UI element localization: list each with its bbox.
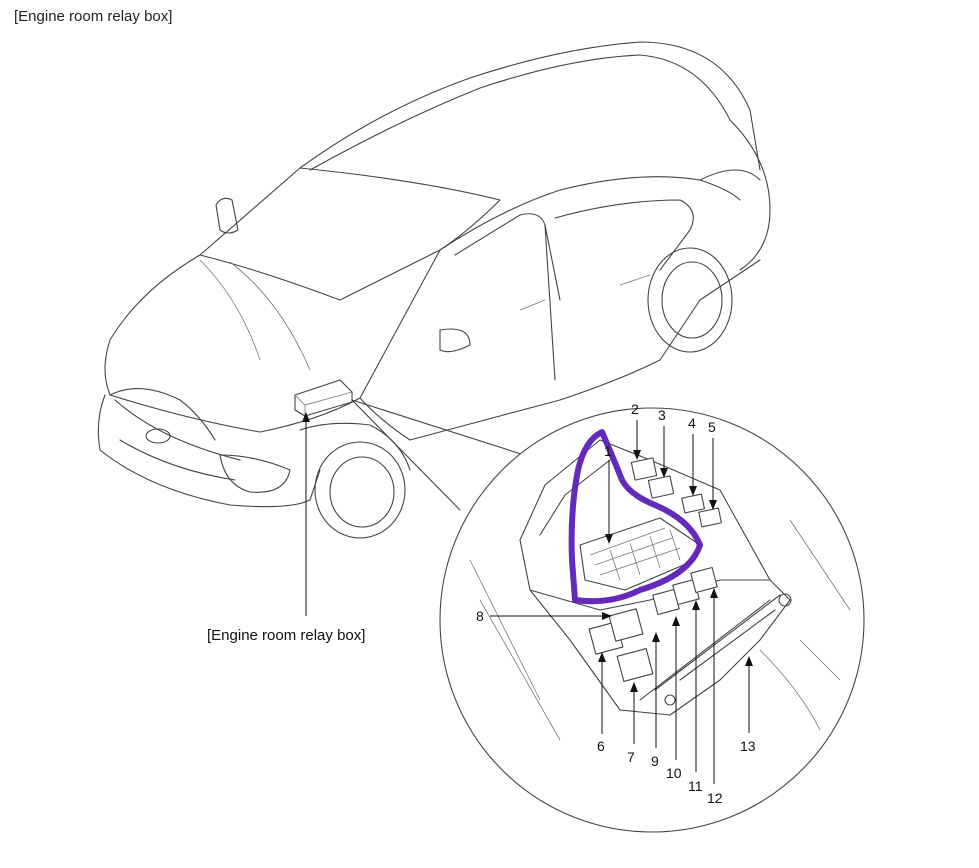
callout-1: 1 (604, 443, 612, 459)
callout-8: 8 (476, 608, 484, 624)
callout-2: 2 (631, 401, 639, 417)
relay-box-arrow (302, 412, 310, 422)
relay-box-label: [Engine room relay box] (207, 627, 365, 644)
zoom-detail: 1 2 3 4 5 8 6 7 9 10 11 12 (439, 401, 865, 833)
callout-4: 4 (688, 415, 696, 431)
callout-9: 9 (651, 753, 659, 769)
callout-7: 7 (627, 749, 635, 765)
highlight-outline (568, 429, 703, 605)
callout-12: 12 (707, 790, 723, 806)
callout-3: 3 (658, 407, 666, 423)
page-title: [Engine room relay box] (14, 8, 173, 25)
callout-13: 13 (740, 738, 756, 754)
callout-5: 5 (708, 419, 716, 435)
callout-10: 10 (666, 765, 682, 781)
callout-6: 6 (597, 738, 605, 754)
callout-11: 11 (688, 778, 703, 794)
